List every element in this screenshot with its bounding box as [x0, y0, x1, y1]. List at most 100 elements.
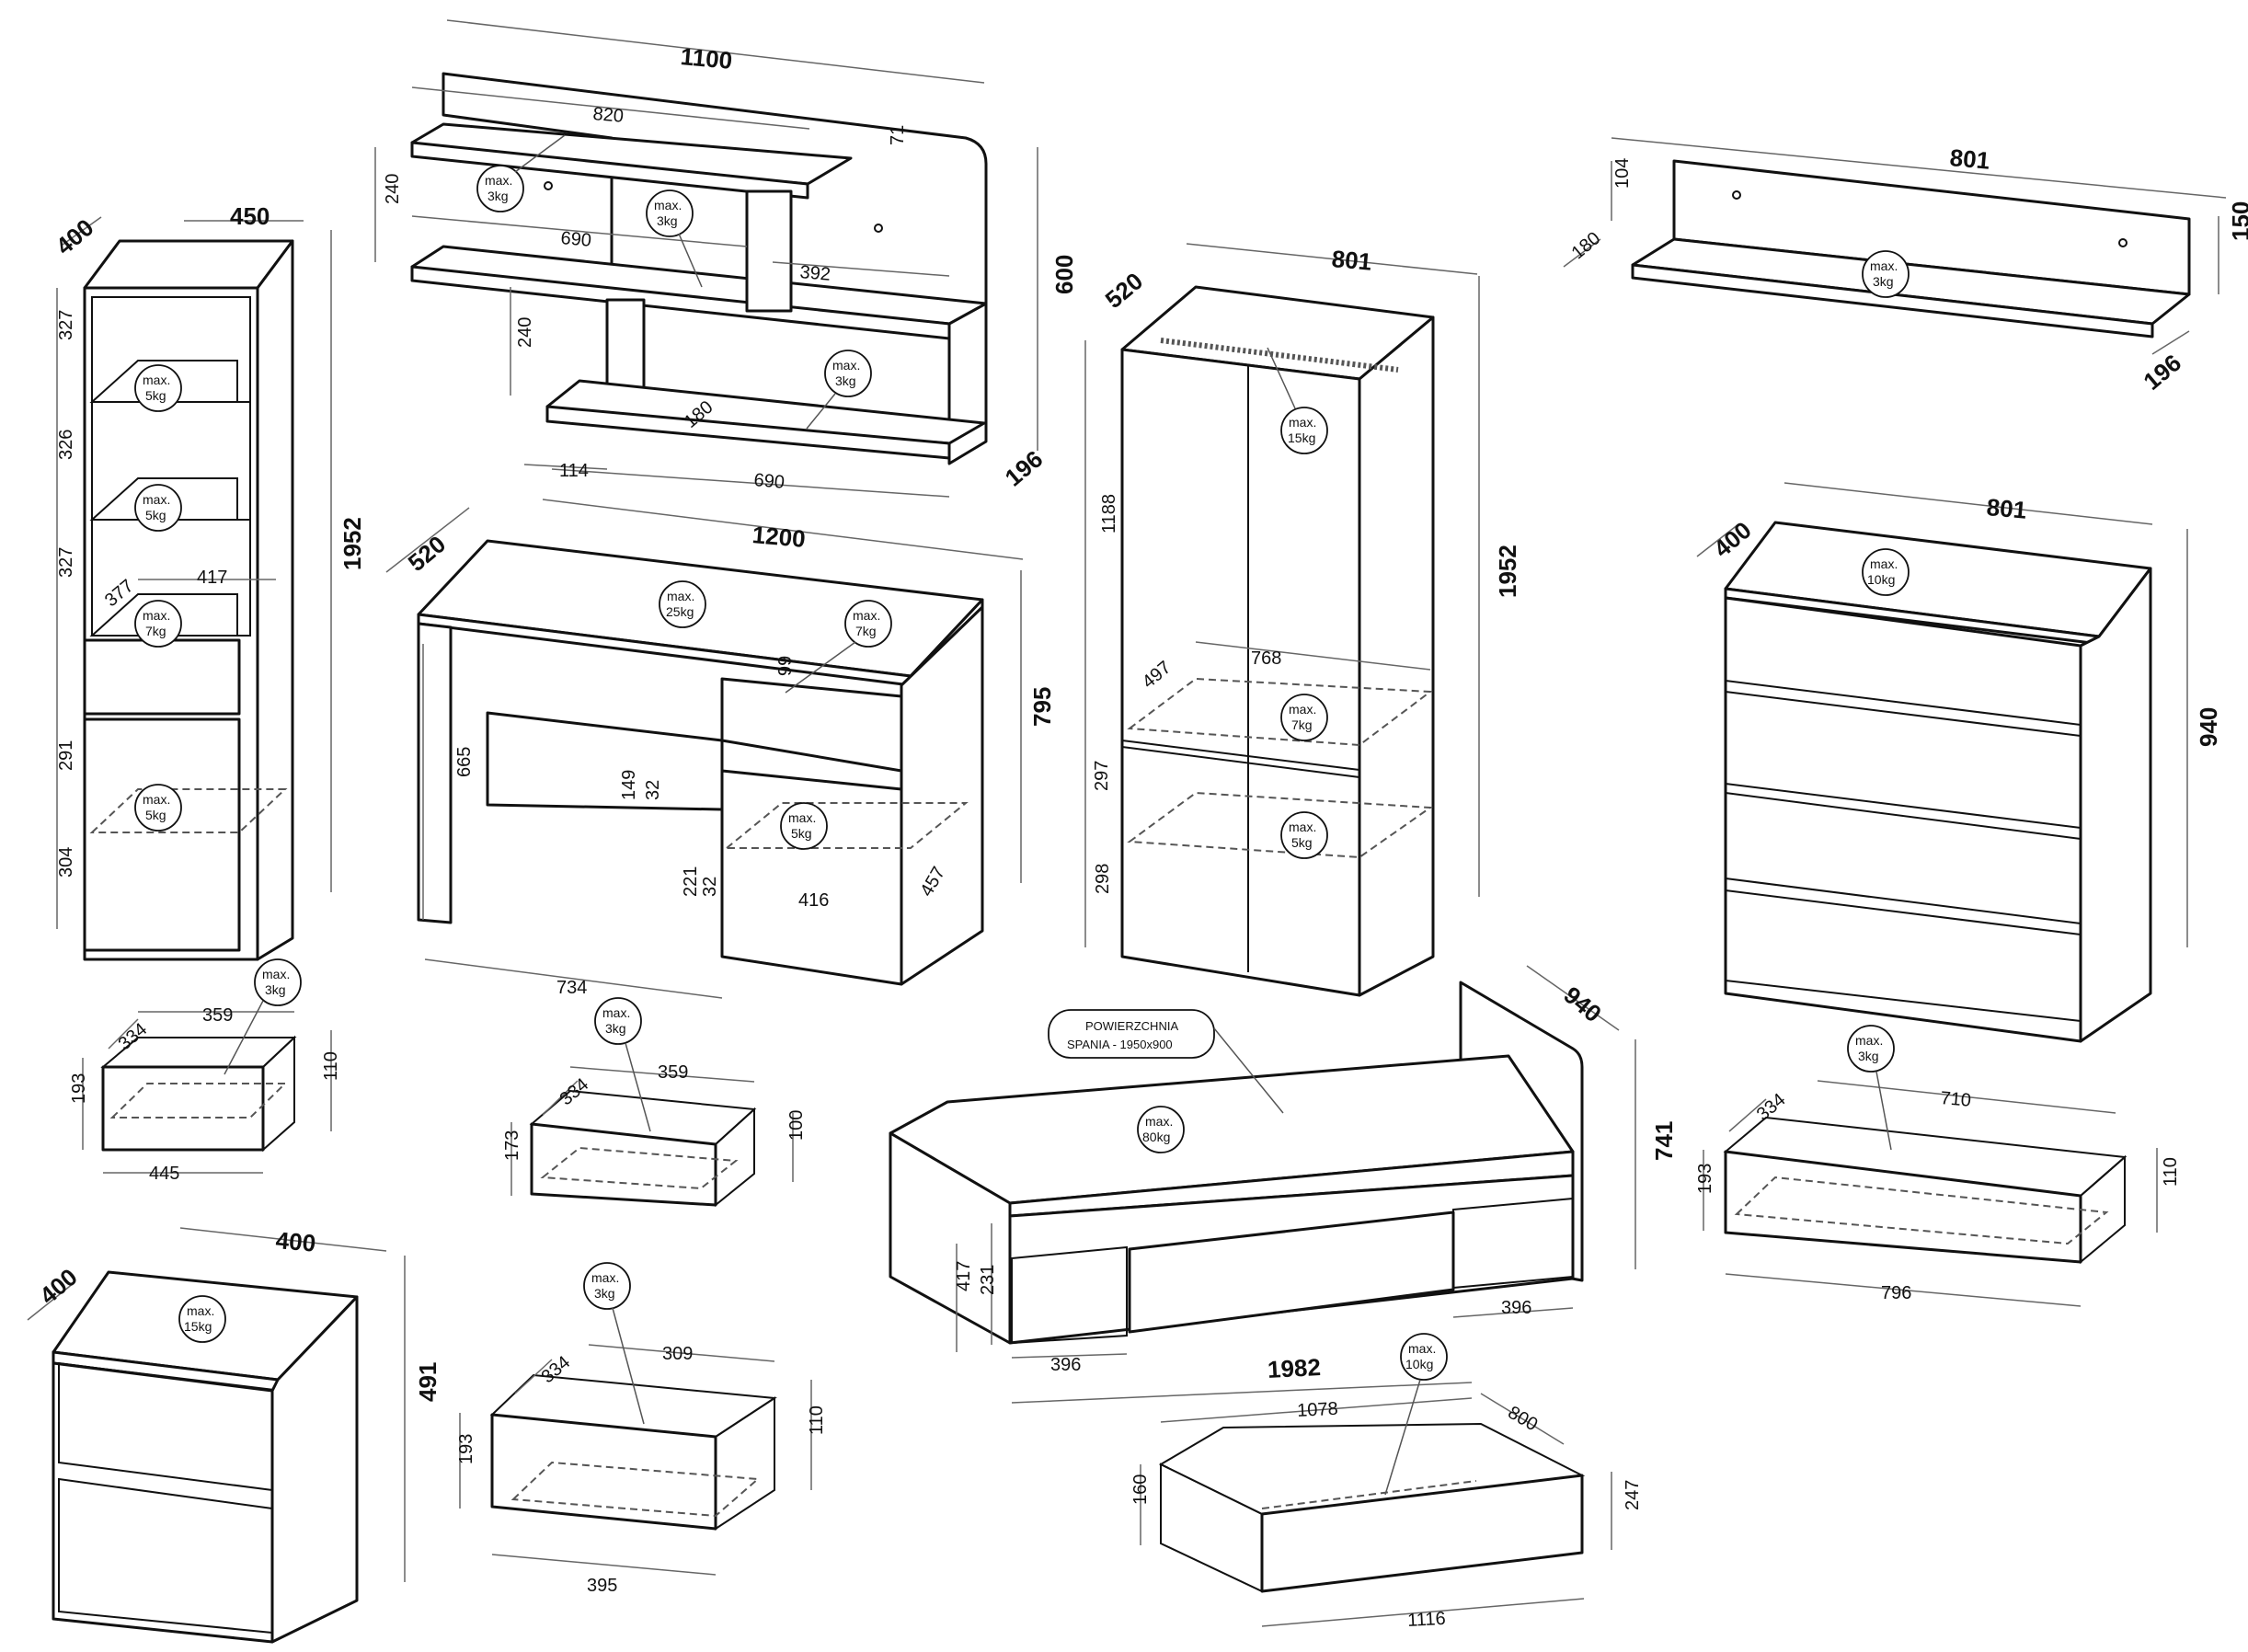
bookcase-drawer-drawing [82, 1011, 332, 1174]
svg-text:max.: max. [788, 810, 816, 825]
bed-depth: 940 [1558, 981, 1607, 1027]
load-badge: max.10kg [1384, 1333, 1448, 1496]
load-badge: max.15kg [178, 1295, 226, 1343]
load-badge: max.5kg [134, 364, 182, 412]
wall-shelf-width: 1100 [680, 42, 734, 75]
svg-text:max.: max. [654, 198, 682, 212]
svg-text:5kg: 5kg [791, 826, 812, 841]
desk-drawer-gap: 99 [775, 656, 796, 676]
svg-text:max.: max. [591, 1270, 619, 1285]
chest-drawer-width: 710 [1940, 1088, 1972, 1111]
svg-text:max.: max. [832, 358, 860, 373]
load-badge: max.5kg [780, 802, 828, 850]
chest-drawer-inner-height: 110 [2161, 1157, 2181, 1187]
load-badge: max.3kg [594, 997, 651, 1132]
load-badge: max.3kg [806, 350, 872, 430]
chest-height: 940 [2195, 707, 2222, 747]
wardrobe-depth: 520 [1100, 267, 1149, 314]
small-shelf-shelf-depth: 180 [1568, 228, 1605, 263]
svg-text:3kg: 3kg [657, 213, 678, 228]
svg-text:max.: max. [143, 373, 170, 387]
bookcase-drawer-inner-height: 110 [321, 1051, 341, 1081]
bookcase-door-1: 291 [56, 740, 76, 771]
bed-storage-height: 231 [978, 1265, 998, 1295]
svg-text:7kg: 7kg [1291, 717, 1313, 732]
svg-text:max.: max. [667, 589, 694, 603]
svg-text:max.: max. [1855, 1033, 1883, 1048]
chest-width: 801 [1986, 493, 2028, 524]
small-shelf-back-height: 104 [1612, 158, 1633, 189]
svg-text:25kg: 25kg [666, 604, 694, 619]
load-badge: max.7kg [134, 600, 182, 648]
wardrobe-inner-width: 768 [1251, 648, 1281, 669]
desk-drawer-depth-label: 334 [556, 1074, 593, 1109]
desk-drawing [385, 499, 1024, 999]
svg-text:15kg: 15kg [184, 1319, 212, 1334]
svg-text:3kg: 3kg [605, 1021, 626, 1036]
bed-drawer-width: 1078 [1297, 1399, 1339, 1421]
small-shelf-drawing [1563, 137, 2227, 355]
load-badge: max.5kg [134, 484, 182, 532]
load-badge: max.7kg [785, 600, 892, 694]
nightstand-drawer-width: 309 [662, 1344, 693, 1364]
svg-text:max.: max. [1289, 702, 1316, 717]
wall-shelf-gap-2: 240 [515, 317, 535, 348]
bed-cubby-width-2: 396 [1501, 1298, 1531, 1318]
svg-text:3kg: 3kg [265, 982, 286, 997]
svg-text:80kg: 80kg [1142, 1130, 1170, 1144]
sleep-area-label-line-1: POWIERZCHNIA [1085, 1019, 1178, 1033]
wall-shelf-top-thickness: 71 [888, 125, 908, 145]
desk-drawer-inner-height-label: 100 [786, 1110, 807, 1141]
svg-text:5kg: 5kg [145, 808, 166, 822]
desk-drawer-height-label: 173 [502, 1130, 522, 1161]
nightstand-drawer-height: 193 [456, 1434, 476, 1464]
svg-text:10kg: 10kg [1867, 572, 1895, 587]
desk-drawer-offset-2: 32 [700, 877, 720, 897]
nightstand-depth: 400 [34, 1263, 83, 1310]
small-shelf-height: 150 [2227, 201, 2248, 241]
nightstand-drawer-base: 395 [587, 1576, 617, 1596]
svg-text:3kg: 3kg [1873, 274, 1894, 289]
load-badges: max.3kg max.3kg max.3kg max.3kg max.5kg … [134, 134, 1910, 1496]
svg-text:5kg: 5kg [1291, 835, 1313, 850]
desk-drawer-width-label: 359 [658, 1062, 688, 1083]
svg-text:max.: max. [262, 967, 290, 981]
svg-text:7kg: 7kg [145, 624, 166, 638]
wall-shelf-gap-1: 240 [383, 174, 403, 204]
load-badge: max.7kg [1280, 694, 1328, 741]
load-badge: max.3kg [646, 189, 703, 288]
nightstand-drawing [27, 1227, 406, 1644]
wall-shelf-height: 600 [1050, 255, 1078, 294]
desk-drawer-offset-1: 32 [643, 780, 663, 800]
desk-drawer-width: 416 [798, 890, 829, 911]
nightstand-height: 491 [414, 1362, 442, 1402]
svg-text:max.: max. [485, 173, 512, 188]
desk-leg-height: 665 [454, 747, 475, 777]
wardrobe-width: 801 [1331, 245, 1373, 276]
desk-drawer-front-1: 149 [619, 770, 639, 800]
wardrobe-upper-height: 1188 [1099, 494, 1119, 533]
bookcase-drawer-width: 359 [202, 1005, 233, 1026]
small-shelf-depth: 196 [2139, 349, 2187, 396]
load-badge: max.5kg [1280, 811, 1328, 859]
nightstand-drawer-drawing [459, 1344, 812, 1576]
svg-text:max.: max. [143, 792, 170, 807]
wall-shelf-offset: 114 [559, 461, 589, 481]
load-badge: max.3kg [476, 134, 566, 212]
bookcase-drawer-depth: 334 [115, 1019, 152, 1054]
wall-shelf-top-width: 820 [592, 104, 625, 127]
wardrobe-height: 1952 [1494, 545, 1521, 598]
load-badge: max.3kg [1862, 250, 1910, 298]
desk-depth: 520 [403, 530, 452, 577]
wall-shelf-depth: 196 [1000, 445, 1049, 492]
chest-drawer-drawing [1703, 1080, 2158, 1307]
wardrobe-lower-height-1: 297 [1092, 761, 1112, 791]
svg-text:max.: max. [143, 492, 170, 507]
chest-drawer-base: 796 [1881, 1283, 1911, 1303]
bookcase-shelf-2: 326 [56, 430, 76, 460]
wall-shelf-mid-width: 690 [560, 228, 592, 251]
chest-drawer-height: 193 [1695, 1164, 1715, 1194]
bed-cubby-width-1: 396 [1050, 1355, 1081, 1375]
svg-text:15kg: 15kg [1288, 430, 1315, 445]
